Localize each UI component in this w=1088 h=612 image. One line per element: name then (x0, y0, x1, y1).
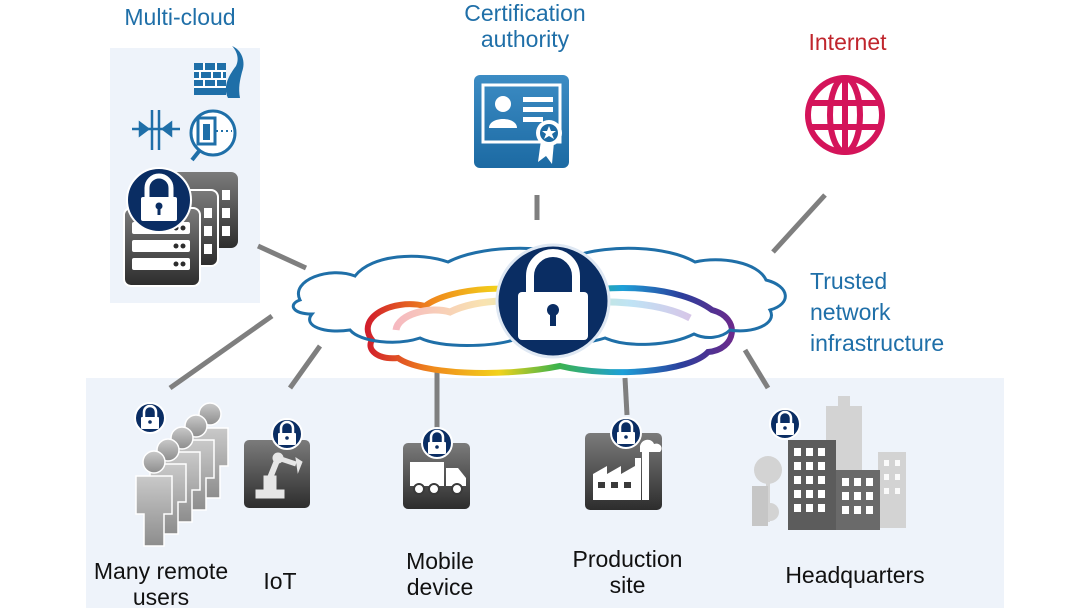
trusted-network-line-1: Trusted (810, 268, 888, 294)
many-remote-users-label: Many remote users (76, 558, 246, 611)
connector-production-site (622, 377, 630, 416)
people-icon (135, 402, 229, 547)
connector-remote-users (168, 313, 274, 391)
trusted-network-line-3: infrastructure (810, 329, 945, 356)
city-buildings-icon (752, 396, 906, 530)
trusted-network-infrastructure-label: Trusted network infrastructure (810, 266, 1010, 358)
mobile-device-line-1: Mobile (406, 548, 474, 574)
headquarters-label: Headquarters (785, 562, 925, 588)
connector-iot (287, 344, 323, 390)
certification-authority-line-2: authority (480, 26, 570, 53)
connector-multi-cloud (256, 243, 308, 271)
trusted-network-line-2: network (810, 298, 891, 325)
iot-label: IoT (263, 568, 297, 594)
certification-authority-label: Certification authority (430, 0, 620, 53)
network-tap-icon (132, 110, 180, 150)
globe-icon (805, 75, 885, 155)
certificate-icon (474, 75, 569, 168)
mobile-device-label: Mobile device (380, 548, 500, 601)
server-lock-icon (126, 167, 192, 233)
mobile-device-lock-icon (421, 427, 453, 459)
many-remote-users-line-2: users (132, 584, 190, 611)
production-site-line-1: Production (572, 546, 683, 572)
production-site-label: Production site (550, 546, 705, 599)
server-stack-icon (123, 167, 238, 287)
multi-cloud-label: Multi-cloud (124, 4, 236, 30)
inspection-icon (189, 109, 237, 162)
connector-internet (771, 193, 827, 254)
connector-lines (168, 193, 827, 430)
robot-arm-icon (244, 440, 310, 508)
mobile-device-line-2: device (406, 574, 474, 601)
certification-authority-line-1: Certification (464, 0, 586, 26)
firewall-icon (194, 46, 244, 98)
central-lock-icon (495, 243, 611, 359)
internet-label: Internet (808, 29, 887, 55)
production-site-line-2: site (609, 572, 646, 599)
iot-lock-icon (271, 418, 303, 450)
production-site-lock-icon (610, 417, 642, 449)
headquarters-lock-icon (769, 408, 801, 440)
factory-icon (585, 433, 662, 510)
many-remote-users-line-1: Many remote (93, 558, 229, 584)
truck-icon (403, 443, 470, 509)
remote-users-lock-icon (134, 402, 166, 434)
connector-headquarters (742, 348, 771, 390)
trusted-network-cloud (291, 246, 787, 347)
